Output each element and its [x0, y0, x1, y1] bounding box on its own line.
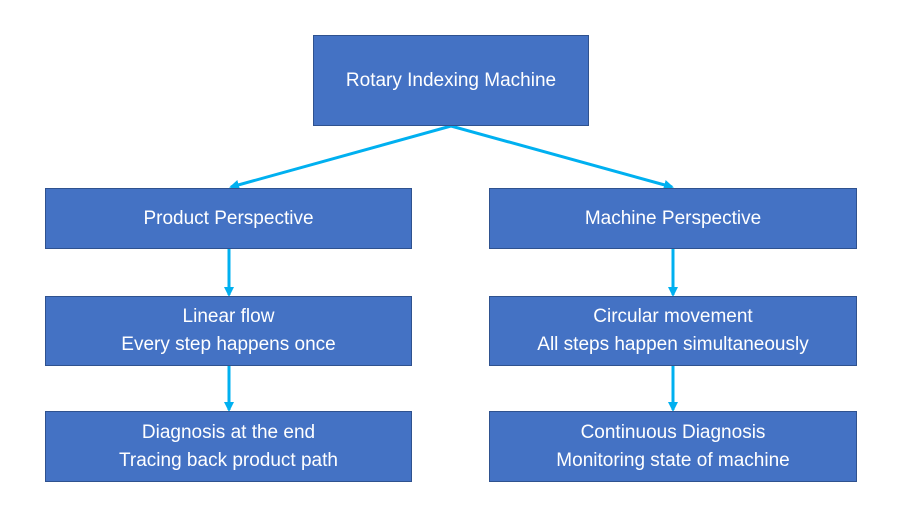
node-label-line: Rotary Indexing Machine — [345, 69, 557, 91]
node-label-line: Every step happens once — [121, 334, 336, 355]
node-label-line: Monitoring state of machine — [556, 449, 790, 471]
node-label-line: Product Perspective — [143, 207, 314, 229]
node-machine-perspective: Machine Perspective — [489, 188, 857, 249]
node-product-perspective: Product Perspective — [45, 188, 412, 249]
node-rotary-indexing-machine: Rotary Indexing Machine — [313, 35, 589, 126]
node-circular-movement: Circular movement All steps happen simul… — [489, 296, 857, 366]
edge-root-to-machine — [450, 124, 674, 190]
node-label-line: Continuous Diagnosis — [580, 421, 766, 443]
node-diagnosis-at-end: Diagnosis at the end Tracing back produc… — [45, 411, 412, 482]
node-label-line: Tracing back product path — [119, 449, 338, 471]
node-continuous-diagnosis: Continuous Diagnosis Monitoring state of… — [489, 411, 857, 482]
node-label-line: Circular movement — [593, 306, 753, 327]
node-label-line: All steps happen simultaneously — [537, 334, 809, 355]
node-label-line: Diagnosis at the end — [141, 421, 316, 443]
edge-root-to-product — [229, 124, 452, 190]
node-label-line: Machine Perspective — [584, 207, 762, 229]
node-linear-flow: Linear flow Every step happens once — [45, 296, 412, 366]
node-label-line: Linear flow — [182, 306, 275, 327]
